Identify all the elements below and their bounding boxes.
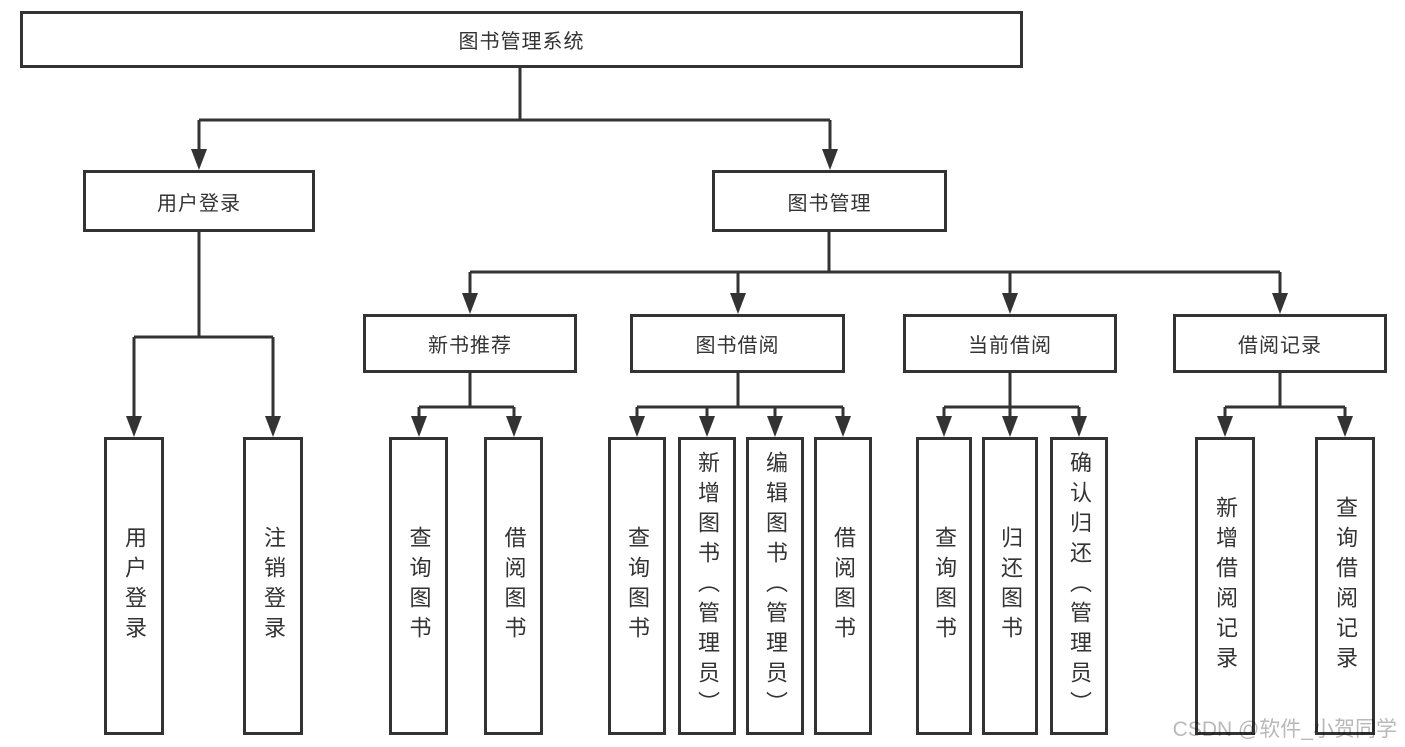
leaf-edit-books-admin: 编辑图书（管理员） [746,437,804,735]
arrowhead-icon [191,149,207,170]
edge-borrow-to-leaves [635,373,845,419]
arrowhead-icon [1002,416,1018,437]
node-new-book-recommend: 新书推荐 [363,314,577,373]
node-label: 确认归还（管理员） [1067,451,1092,721]
arrowhead-icon [1272,293,1288,314]
leaf-add-borrow-record: 新增借阅记录 [1195,437,1255,735]
node-label: 用户登录 [157,192,241,215]
arrowhead-icon [730,293,746,314]
node-label: 新书推荐 [428,335,512,357]
leaf-confirm-return-admin: 确认归还（管理员） [1050,437,1108,735]
leaf-query-books: 查询图书 [608,437,666,735]
node-label: 注销登录 [261,526,286,646]
node-label: 编辑图书（管理员） [763,451,788,721]
node-label: 查询图书 [625,526,650,646]
edge-root-to-level2 [197,68,832,152]
node-label: 借阅图书 [501,526,527,646]
arrowhead-icon [936,416,952,437]
leaf-borrow-books: 借阅图书 [484,437,543,735]
arrowhead-icon [699,416,715,437]
node-label: 图书借阅 [695,335,780,357]
edge-userlogin-to-leaves [132,232,275,419]
arrowhead-icon [1337,416,1353,437]
node-label: 用户登录 [122,526,147,646]
node-label: 查询图书 [932,526,957,646]
node-label: 归还图书 [998,526,1023,646]
node-user-login: 用户登录 [83,170,315,232]
leaf-user-login: 用户登录 [104,437,164,735]
arrowhead-icon [822,149,838,170]
node-book-management: 图书管理 [712,170,947,232]
node-label: 查询借阅记录 [1333,496,1358,676]
arrowhead-icon [629,416,645,437]
arrowhead-icon [411,416,427,437]
node-label: 新增图书（管理员） [695,451,720,721]
leaf-borrow-books: 借阅图书 [814,437,872,735]
node-label: 查询图书 [406,526,432,646]
node-library-system: 图书管理系统 [20,11,1023,68]
csdn-watermark: CSDN @软件_小贺同学 [1172,718,1397,741]
leaf-query-borrow-record: 查询借阅记录 [1315,437,1375,735]
arrowhead-icon [265,416,281,437]
node-label: 新增借阅记录 [1213,496,1238,676]
node-label: 图书管理 [787,192,872,215]
arrowhead-icon [462,293,478,314]
arrowhead-icon [1217,416,1233,437]
node-label: 当前借阅 [968,335,1052,357]
edge-current-to-leaves [942,373,1081,419]
leaf-add-books-admin: 新增图书（管理员） [678,437,736,735]
leaf-query-books: 查询图书 [389,437,448,735]
leaf-logout: 注销登录 [243,437,303,735]
arrowhead-icon [767,416,783,437]
node-book-borrow: 图书借阅 [630,314,845,373]
edge-bookmgmt-to-level3 [468,232,1282,297]
node-label: 借阅记录 [1238,335,1322,357]
leaf-return-books: 归还图书 [982,437,1038,735]
node-borrow-record: 借阅记录 [1173,314,1387,373]
edge-newrec-to-leaves [417,373,516,419]
edge-record-to-leaves [1223,373,1347,419]
node-current-borrow: 当前借阅 [903,314,1117,373]
leaf-query-books: 查询图书 [916,437,972,735]
node-label: 图书管理系统 [458,31,585,53]
arrowhead-icon [126,416,142,437]
arrowhead-icon [835,416,851,437]
node-label: 借阅图书 [831,526,856,646]
arrowhead-icon [506,416,522,437]
arrowhead-icon [1002,293,1018,314]
arrowhead-icon [1071,416,1087,437]
